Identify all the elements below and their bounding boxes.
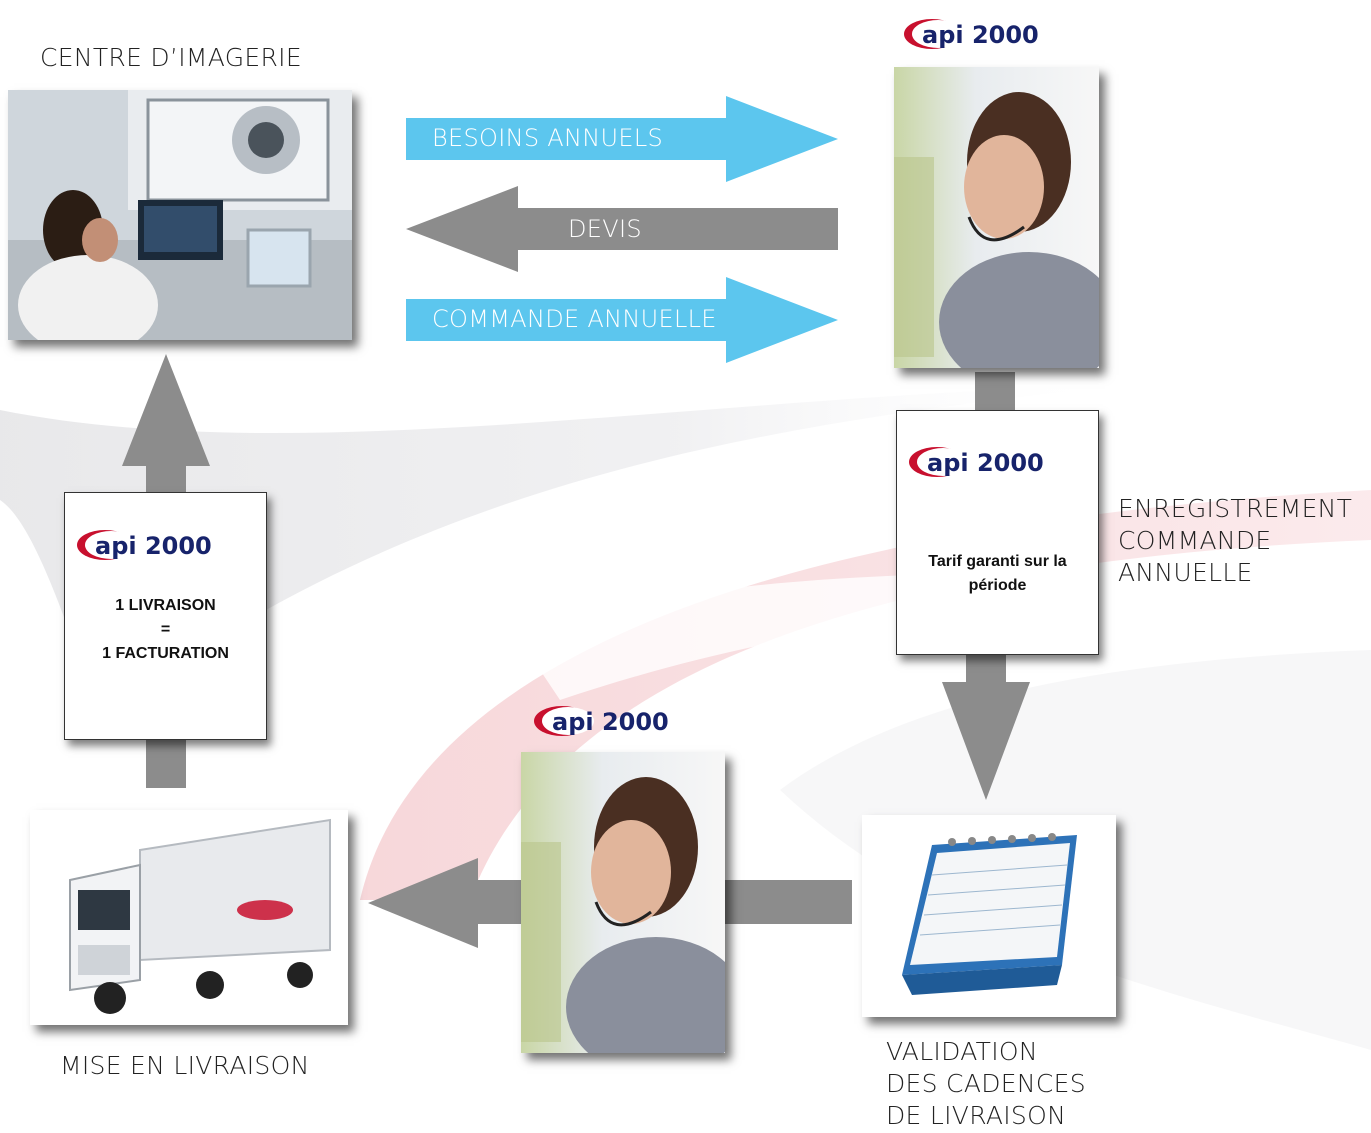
operator-photo-center <box>521 752 725 1053</box>
calendar-photo <box>862 815 1116 1017</box>
tariff-line-1: Tarif garanti sur la <box>928 553 1067 570</box>
order-arrow <box>406 277 838 363</box>
registration-line-1: ENREGISTREMENT <box>1118 494 1353 523</box>
imaging-center-label: CENTRE D’IMAGERIE <box>40 43 302 72</box>
operator-photo-top <box>894 67 1099 368</box>
billing-line-3: 1 FACTURATION <box>102 645 229 662</box>
validation-label: VALIDATION DES CADENCES DE LIVRAISON <box>886 1036 1086 1132</box>
needs-arrow <box>406 96 838 182</box>
tariff-line-2: période <box>968 577 1027 594</box>
api-2000-logo-tariff: api 2000 <box>909 447 1044 477</box>
delivery-label: MISE EN LIVRAISON <box>60 1051 310 1080</box>
billing-line-1: 1 LIVRAISON <box>115 597 216 614</box>
registration-line-2: COMMANDE <box>1118 526 1272 555</box>
billing-line-2: = <box>160 621 171 638</box>
api-2000-logo-billing: api 2000 <box>77 530 212 560</box>
quote-arrow <box>406 186 838 272</box>
down-arrow-to-calendar <box>942 652 1030 800</box>
imaging-center-photo <box>8 90 352 340</box>
logo-text: api 2000 <box>95 532 212 560</box>
validation-line-1: VALIDATION <box>886 1037 1038 1066</box>
registration-line-3: ANNUELLE <box>1118 558 1253 587</box>
truck-photo <box>30 810 348 1025</box>
logo-text: api 2000 <box>927 449 1044 477</box>
operator-connector <box>975 372 1015 412</box>
api-2000-logo-top: api 2000 <box>904 19 1039 49</box>
billing-connector <box>146 738 186 788</box>
api-2000-logo-center: api 2000 <box>534 706 669 736</box>
up-arrow-to-imaging <box>122 354 210 494</box>
billing-card: api 2000 1 LIVRAISON = 1 FACTURATION <box>64 492 267 740</box>
registration-label: ENREGISTREMENT COMMANDE ANNUELLE <box>1118 493 1352 589</box>
validation-line-2: DES CADENCES <box>886 1069 1086 1098</box>
logo-text: api 2000 <box>552 708 669 736</box>
needs-arrow-label: BESOINS ANNUELS <box>432 124 664 152</box>
order-arrow-label: COMMANDE ANNUELLE <box>432 305 717 333</box>
logo-text: api 2000 <box>922 21 1039 49</box>
quote-arrow-label: DEVIS <box>568 215 642 243</box>
validation-line-3: DE LIVRAISON <box>886 1101 1067 1130</box>
tariff-card: api 2000 Tarif garanti sur la période <box>896 410 1099 655</box>
